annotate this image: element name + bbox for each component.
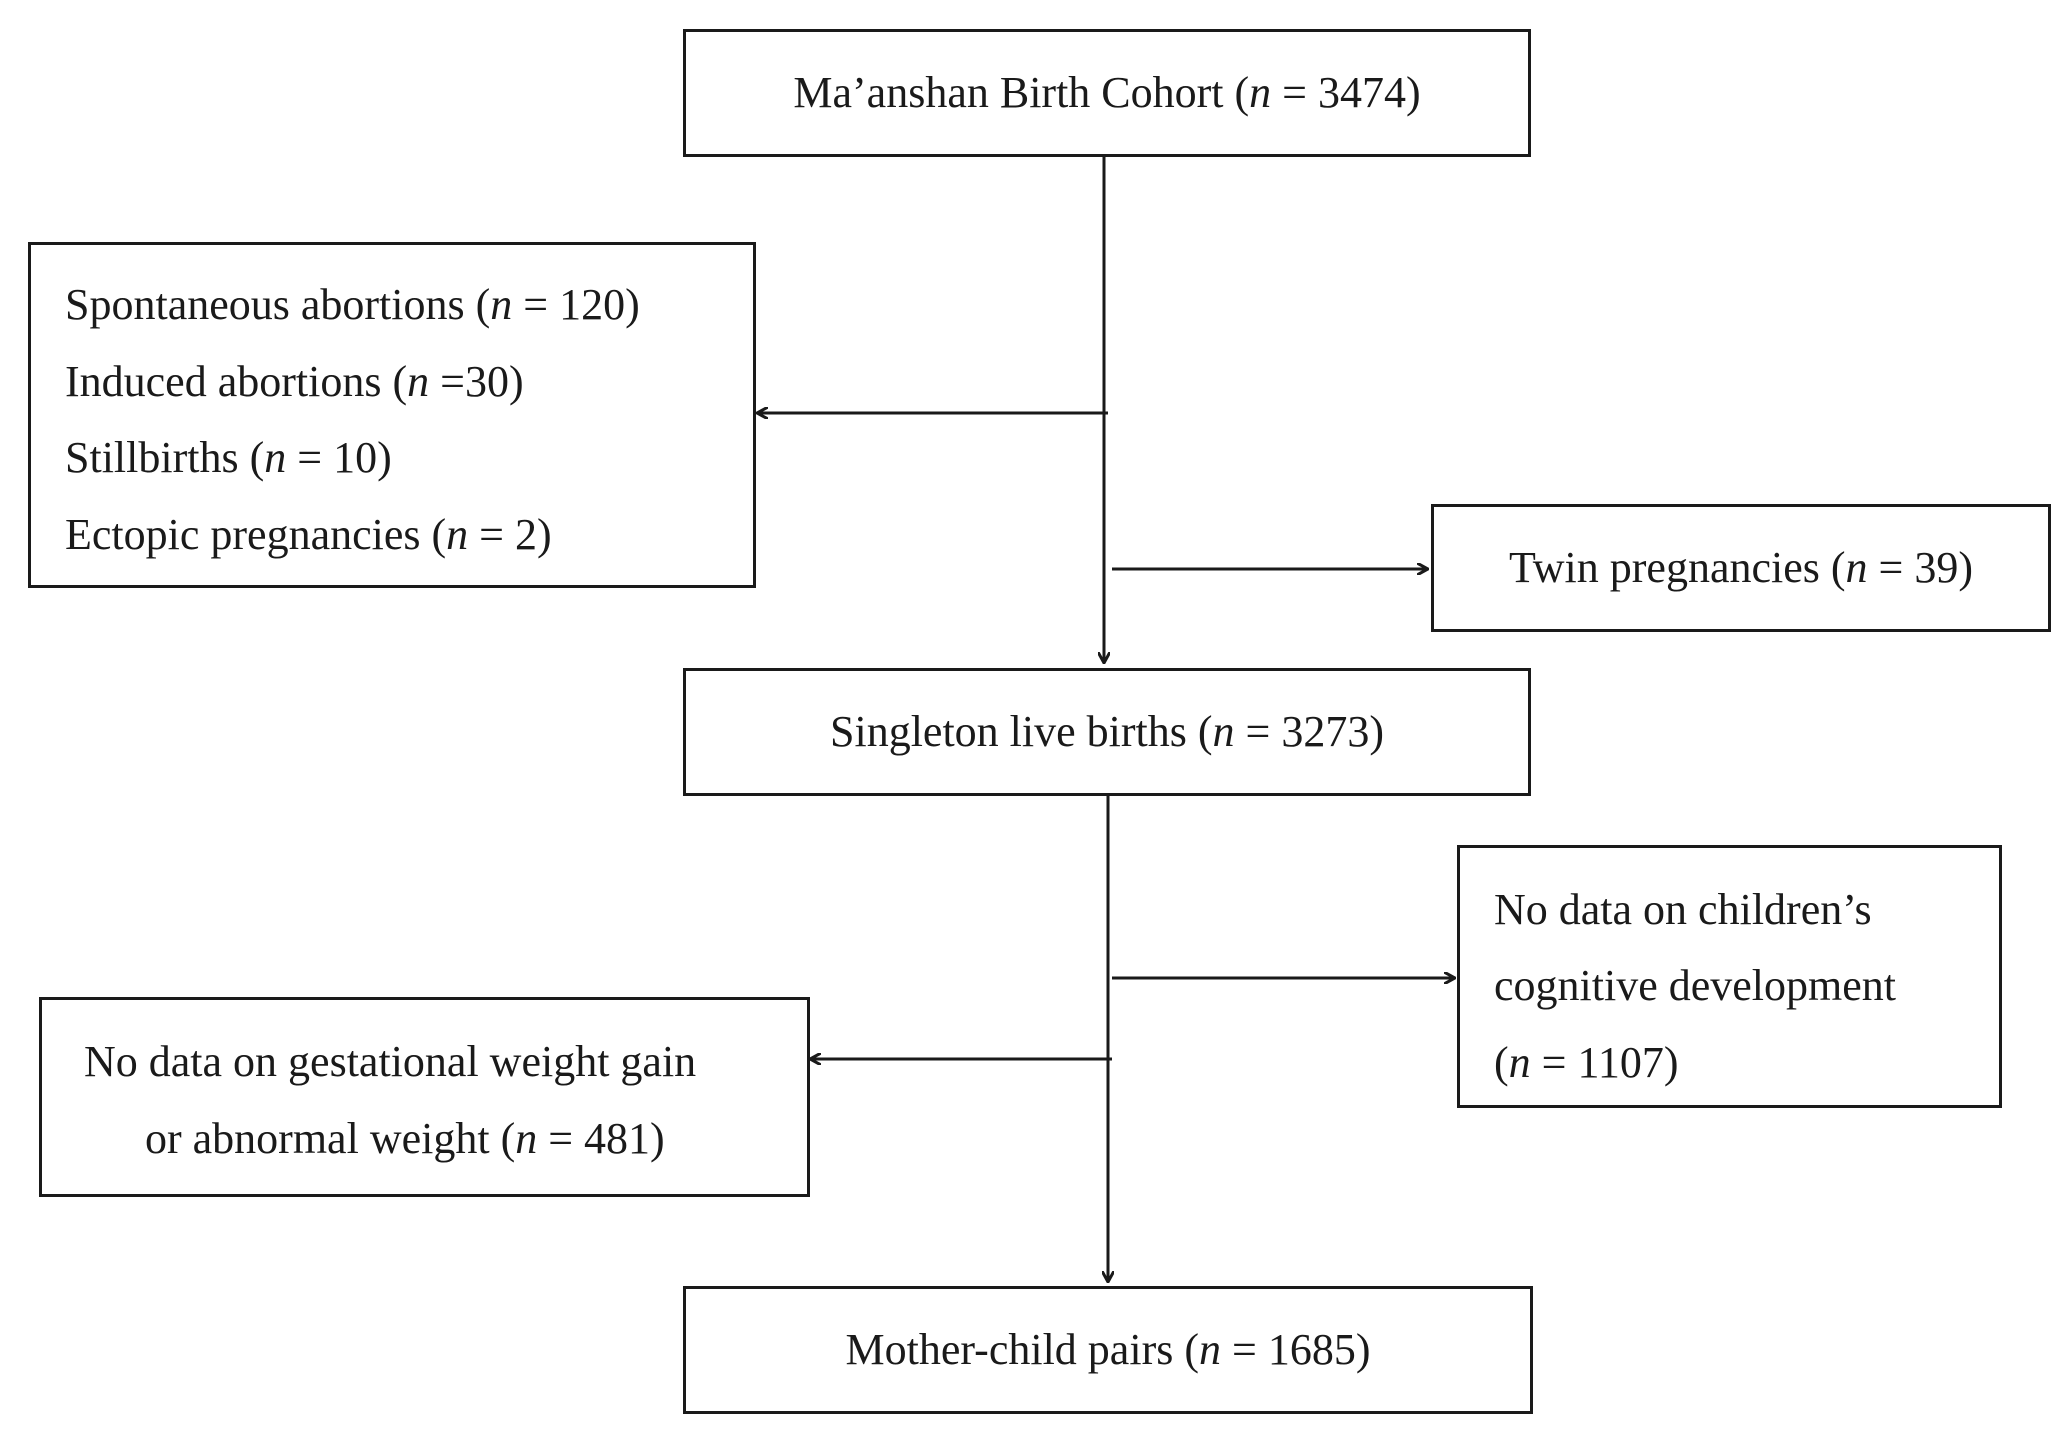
- no-cognitive-data-box: No data on children’s cognitive developm…: [1457, 845, 2002, 1108]
- singleton-births-box: Singleton live births (n = 3273): [683, 668, 1531, 796]
- mother-child-pairs-box: Mother-child pairs (n = 1685): [683, 1286, 1533, 1414]
- cohort-box: Ma’anshan Birth Cohort (n = 3474): [683, 29, 1531, 157]
- cohort-label: Ma’anshan Birth Cohort (n = 3474): [793, 68, 1421, 117]
- no-weight-line-2: or abnormal weight (n = 481): [145, 1114, 665, 1163]
- singleton-births-label: Singleton live births (n = 3273): [830, 707, 1384, 756]
- no-cognitive-line-2: cognitive development: [1494, 961, 1896, 1010]
- ectopic-pregnancies-label: Ectopic pregnancies (n = 2): [65, 510, 552, 559]
- no-cognitive-line-1: No data on children’s: [1494, 885, 1872, 934]
- no-cognitive-line-3: (n = 1107): [1494, 1038, 1679, 1087]
- spontaneous-abortions-label: Spontaneous abortions (n = 120): [65, 280, 640, 329]
- mother-child-pairs-label: Mother-child pairs (n = 1685): [845, 1325, 1371, 1374]
- twin-pregnancies-label: Twin pregnancies (n = 39): [1508, 543, 1974, 592]
- induced-abortions-label: Induced abortions (n =30): [65, 357, 524, 406]
- twin-pregnancies-box: Twin pregnancies (n = 39): [1431, 504, 2051, 632]
- excluded-pregnancy-box: Spontaneous abortions (n = 120) Induced …: [28, 242, 756, 588]
- no-weight-line-1: No data on gestational weight gain: [84, 1037, 697, 1086]
- stillbirths-label: Stillbirths (n = 10): [65, 433, 392, 482]
- no-weight-data-box: No data on gestational weight gain or ab…: [39, 997, 810, 1197]
